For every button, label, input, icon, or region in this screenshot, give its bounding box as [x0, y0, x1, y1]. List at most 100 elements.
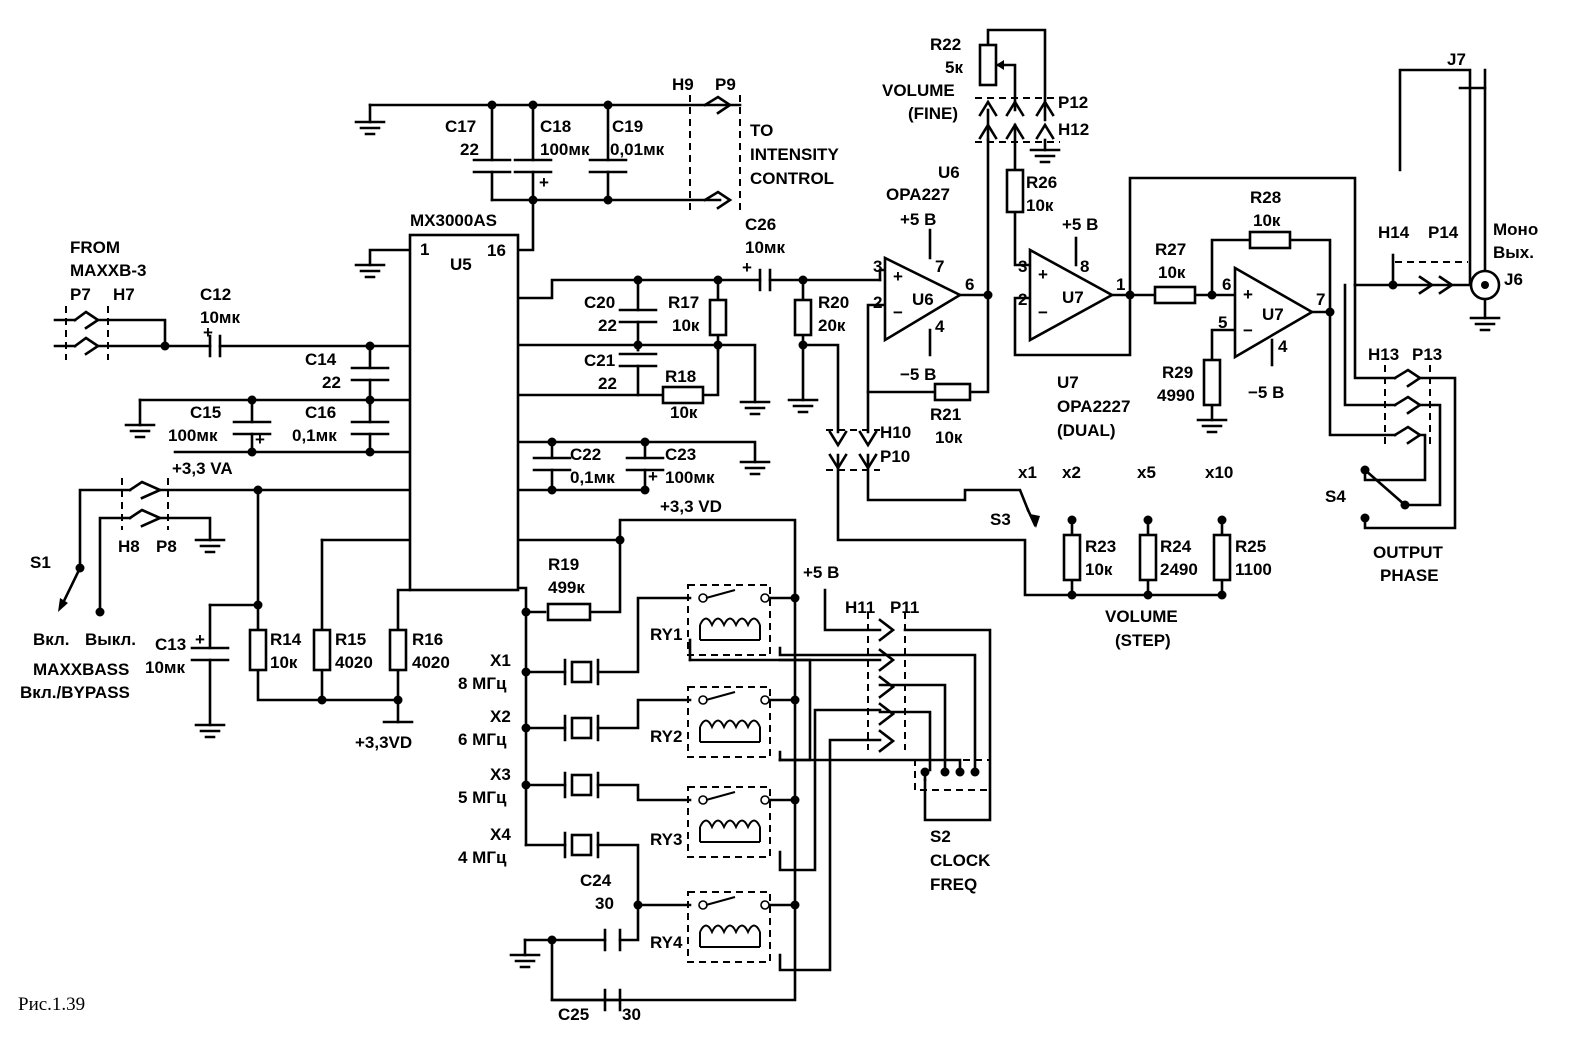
label-r23-ref: R23: [1085, 537, 1116, 556]
label-r27-val: 10к: [1158, 263, 1186, 282]
label-x1-val: 8 МГц: [458, 674, 507, 693]
u7a-plus: +: [1038, 265, 1048, 284]
label-c25-ref: C25: [558, 1005, 589, 1024]
label-c18-ref: C18: [540, 117, 571, 136]
label-c26-ref: C26: [745, 215, 776, 234]
label-ry1: RY1: [650, 625, 682, 644]
label-r16-ref: R16: [412, 630, 443, 649]
label-r19-val: 499к: [548, 578, 585, 597]
labels: P7 H7 H8 P8 H9 P9 H10 P10 H11 P11 P12 H1…: [18, 35, 1538, 1024]
label-r28-val: 10к: [1253, 211, 1281, 230]
label-r16-val: 4020: [412, 653, 450, 672]
u6-pin4: 4: [935, 317, 945, 336]
label-h12: H12: [1058, 120, 1089, 139]
crystal-x2: [563, 714, 600, 742]
u5-ref: U5: [450, 255, 472, 274]
u6-plus: +: [893, 267, 903, 286]
u7b-minus: −: [1243, 321, 1253, 340]
resistor-r15: [312, 628, 332, 672]
u7-note: U7 OPA2227 (DUAL): [1057, 373, 1130, 440]
label-r25-val: 1100: [1235, 560, 1272, 579]
svg-text:+: +: [539, 173, 549, 192]
label-c21-ref: C21: [584, 351, 615, 370]
ic-u5: 1 16 U5 MX3000AS: [408, 211, 520, 592]
u6-pin7: 7: [935, 257, 944, 276]
label-s4: S4: [1325, 487, 1346, 506]
relay-ry1: [687, 584, 771, 656]
label-v33vd: +3,3 VD: [660, 497, 722, 516]
label-s1-off: Выкл.: [85, 630, 136, 649]
label-c22-ref: C22: [570, 445, 601, 464]
opamp-u7a: 3 2 1 8 + − U7 +5 В: [1018, 215, 1125, 343]
label-r18-val: 10к: [670, 403, 698, 422]
u6-minus: −: [893, 303, 903, 322]
label-s4-name-1: OUTPUT: [1373, 543, 1444, 562]
label-r15-val: 4020: [335, 653, 373, 672]
label-p9: P9: [715, 75, 736, 94]
label-ry3: RY3: [650, 830, 682, 849]
u6-pin3: 3: [873, 257, 882, 276]
u5-pin1: 1: [420, 240, 429, 259]
svg-text:+: +: [203, 323, 213, 342]
resistors: [248, 43, 1292, 672]
svg-text:+: +: [255, 430, 265, 449]
u7a-minus: −: [1038, 303, 1048, 322]
label-c17-ref: C17: [445, 117, 476, 136]
resistor-r25: [1212, 533, 1232, 582]
label-from-1: FROM: [70, 238, 120, 257]
label-p14: P14: [1428, 223, 1459, 242]
u7a-pin8: 8: [1080, 257, 1089, 276]
u7a-pin2: 2: [1018, 290, 1027, 309]
label-r22-name-2: (FINE): [908, 104, 958, 123]
label-r17-val: 10к: [672, 316, 700, 335]
resistor-r14: [248, 628, 268, 672]
label-p10: P10: [880, 447, 910, 466]
crystal-x4: [563, 831, 600, 859]
label-s1-name-2: Вкл./BYPASS: [20, 683, 130, 702]
label-ry4: RY4: [650, 933, 683, 952]
label-c14-ref: C14: [305, 350, 337, 369]
label-volstep-1: VOLUME: [1105, 607, 1178, 626]
switch-symbols: [58, 468, 1407, 791]
u5-pin16: 16: [487, 241, 506, 260]
label-h10: H10: [880, 423, 911, 442]
label-x3-ref: X3: [490, 765, 511, 784]
u7b-pin4: 4: [1278, 337, 1288, 356]
resistor-r20: [793, 298, 813, 337]
label-h13: H13: [1368, 345, 1399, 364]
label-r19-ref: R19: [548, 555, 579, 574]
opamp-u7b: 6 5 7 4 + − U7 −5 В: [1218, 265, 1325, 402]
label-x2-val: 6 МГц: [458, 730, 507, 749]
label-x4-ref: X4: [490, 825, 511, 844]
label-r22-name-1: VOLUME: [882, 81, 955, 100]
label-s1-on: Вкл.: [33, 630, 70, 649]
relays: [687, 584, 771, 963]
label-r18-ref: R18: [665, 367, 696, 386]
u5-part: MX3000AS: [410, 211, 497, 230]
svg-text:+: +: [195, 630, 205, 649]
label-j6: J6: [1504, 270, 1523, 289]
resistor-r18: [661, 385, 705, 405]
u7-note-part: OPA2227: [1057, 397, 1130, 416]
label-out-2: Вых.: [1493, 243, 1534, 262]
resistor-r21: [933, 382, 972, 402]
label-s3: S3: [990, 510, 1011, 529]
label-c24-val: 30: [595, 894, 614, 913]
label-r22-ref: R22: [930, 35, 961, 54]
label-to-1: TO: [750, 121, 773, 140]
label-c25-val: 30: [622, 1005, 641, 1024]
capacitors: + + + + + +: [190, 158, 772, 1012]
label-s1: S1: [30, 553, 51, 572]
resistor-r16: [388, 628, 408, 672]
label-p7: P7: [70, 285, 91, 304]
label-c26-val: 10мк: [745, 238, 785, 257]
label-p8: P8: [156, 537, 177, 556]
label-r20-ref: R20: [818, 293, 849, 312]
resistor-r26: [1005, 168, 1025, 214]
label-s4-name-2: PHASE: [1380, 566, 1439, 585]
u7a-vpos: +5 В: [1062, 215, 1098, 234]
label-volstep-2: (STEP): [1115, 631, 1171, 650]
label-r25-ref: R25: [1235, 537, 1266, 556]
label-p11: P11: [890, 598, 919, 617]
label-c20-ref: C20: [584, 293, 615, 312]
